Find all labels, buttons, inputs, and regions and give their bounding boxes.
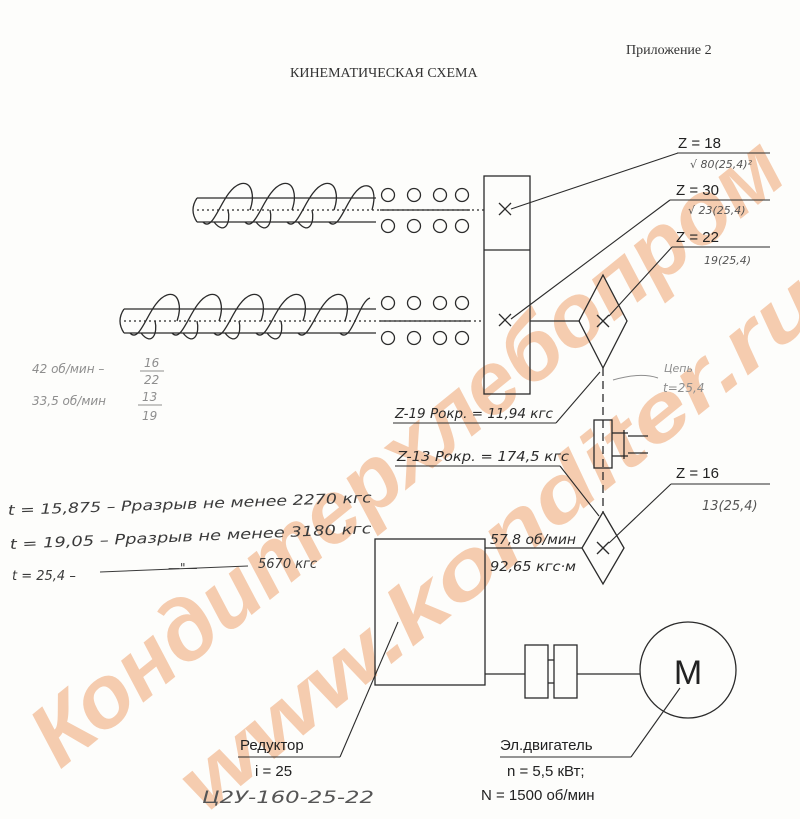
chain-breaking-ditto: —"— xyxy=(168,561,198,575)
page-title: КИНЕМАТИЧЕСКАЯ СХЕМА xyxy=(290,66,478,81)
ratio-1-label: 42 об/мин – xyxy=(32,362,104,376)
sprocket-z30-label: Z = 30 xyxy=(676,182,719,199)
ratio-2-label: 33,5 об/мин xyxy=(32,394,106,408)
upper-screw-conveyor xyxy=(192,182,484,229)
sprocket-z16-label: Z = 16 xyxy=(676,465,719,482)
sprocket-z18-label: Z = 18 xyxy=(678,135,721,152)
sprocket-z22-note: 19(25,4) xyxy=(704,254,751,267)
upper-sprocket-mark xyxy=(498,202,512,216)
gearbox-name: Редуктор xyxy=(240,737,304,754)
motor-coupling xyxy=(524,644,640,699)
appendix-label: Приложение 2 xyxy=(626,43,712,58)
chain-breaking-3a: t = 25,4 – xyxy=(12,569,76,584)
force-z19: Z-19 Pокр. = 11,94 кгс xyxy=(394,407,553,422)
lower-screw-conveyor xyxy=(119,293,484,340)
chain-breaking-3b: 5670 кгс xyxy=(258,557,317,572)
chain-note-line1: Цепь xyxy=(664,362,693,375)
sprocket-z16-note: 13(25,4) xyxy=(702,499,758,514)
sprocket-z22-label: Z = 22 xyxy=(676,229,719,246)
lower-bearings xyxy=(380,295,470,346)
sprocket-z30-note: √ 23(25,4) xyxy=(688,204,746,217)
lower-sprocket-mark xyxy=(498,313,512,327)
sprocket-z18-note: √ 80(25,4)² xyxy=(690,158,753,171)
ratio-2-numerator: 13 xyxy=(142,390,157,404)
gearbox-ratio: i = 25 xyxy=(255,763,292,780)
chain-tensioner xyxy=(593,419,648,469)
speed-ratios: 42 об/мин – 16 22 33,5 об/мин 13 19 xyxy=(32,356,164,423)
sprocket-housing xyxy=(483,175,531,395)
motor-name: Эл.двигатель xyxy=(500,737,593,754)
upper-bearings xyxy=(380,187,470,234)
force-z13: Z-13 Pокр. = 174,5 кгс xyxy=(396,450,569,465)
gearbox-model: Ц2У-160-25-22 xyxy=(202,788,374,808)
chain-note-line2: t=25,4 xyxy=(663,381,704,395)
output-speed: 57,8 об/мин xyxy=(490,533,577,548)
motor-symbol: M xyxy=(674,654,702,692)
motor-speed: N = 1500 об/мин xyxy=(481,787,595,804)
electric-motor xyxy=(639,621,737,719)
gearbox xyxy=(374,538,486,686)
leader-lines xyxy=(238,152,770,758)
motor-power: n = 5,5 кВт; xyxy=(507,763,585,780)
ratio-1-denominator: 22 xyxy=(144,373,159,387)
ratio-2-denominator: 19 xyxy=(142,409,157,423)
ratio-1-numerator: 16 xyxy=(144,356,160,370)
output-torque: 92,65 кгс·м xyxy=(490,560,576,575)
chain-note-leader xyxy=(612,374,659,381)
